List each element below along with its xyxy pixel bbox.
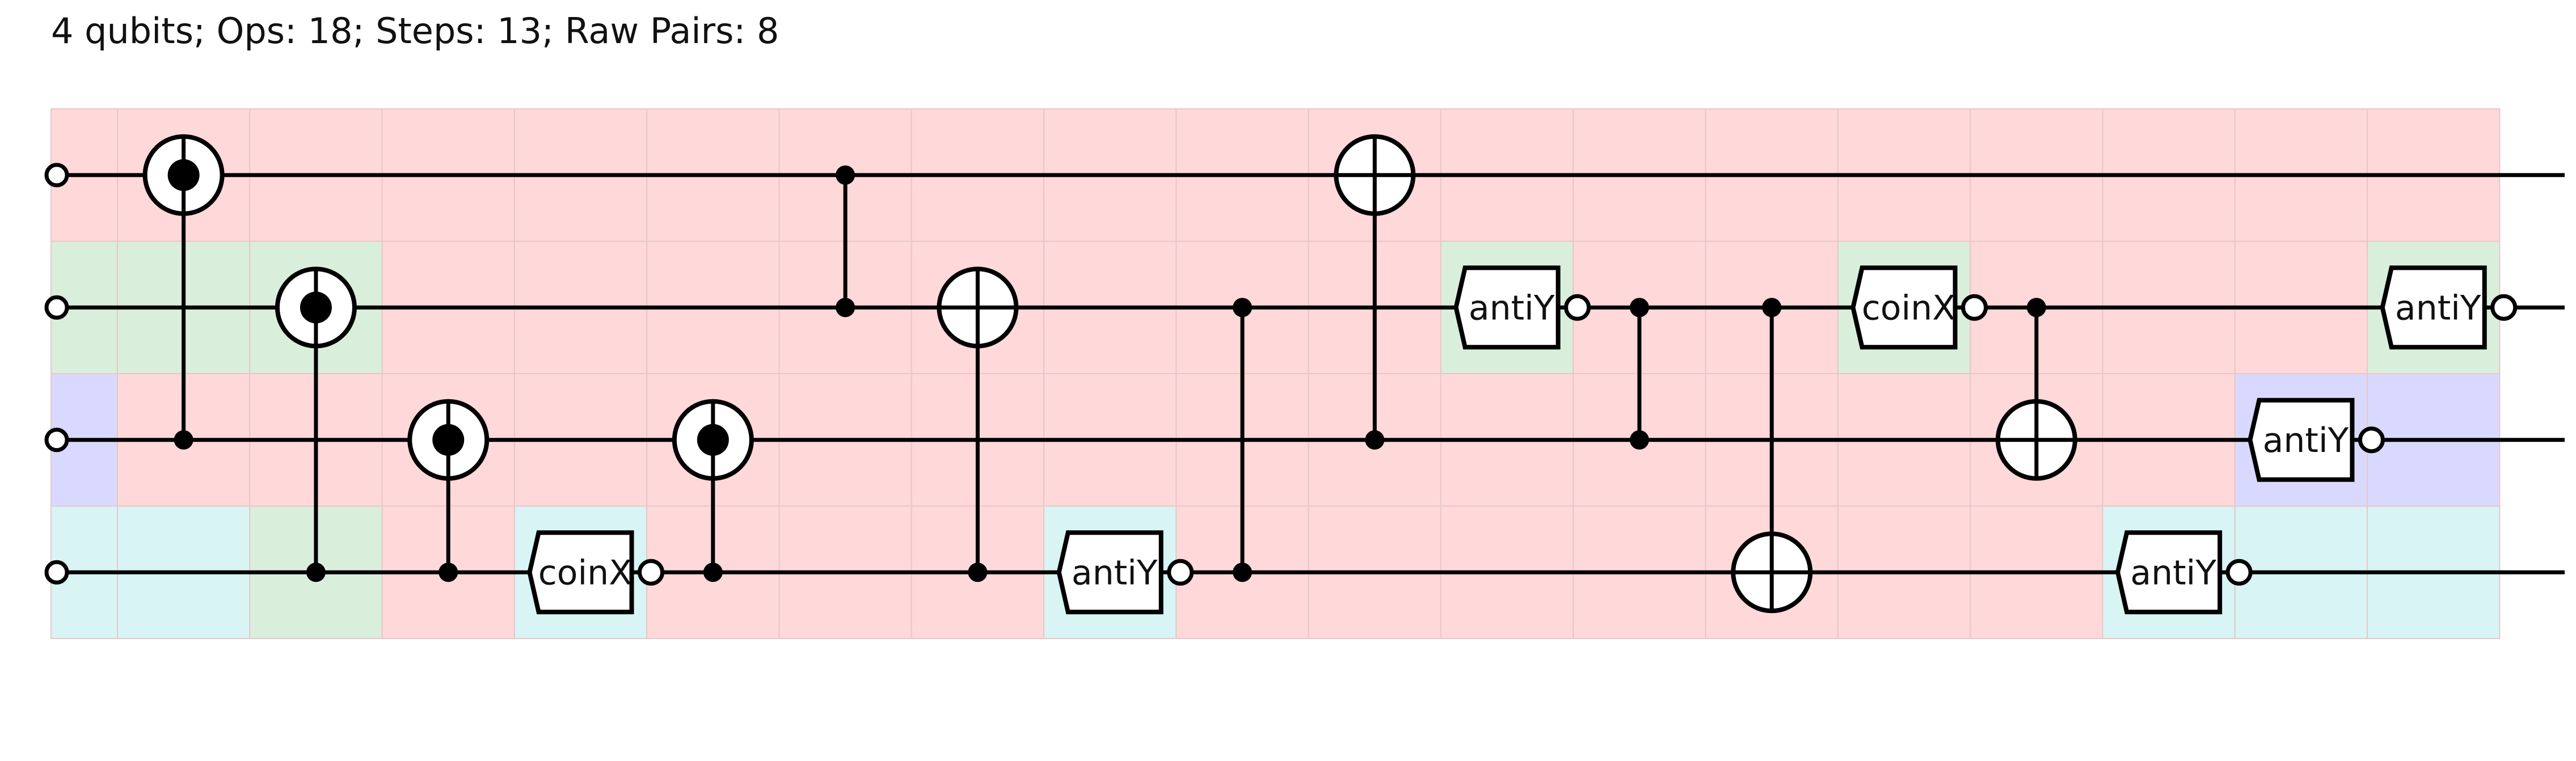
gate-output-marker [638,559,665,586]
target-center-dot [300,291,332,324]
gate-box [527,530,634,615]
gate-label: antiY [1072,553,1158,593]
input-marker [44,163,69,188]
control-dot [1233,563,1253,582]
gate-output-marker [1564,294,1591,321]
control-dot [836,165,855,185]
input-marker [44,428,69,453]
gate-label: antiY [2263,421,2349,460]
gate-label: antiY [2395,288,2481,328]
gate-box [1056,530,1163,615]
gate-label: coinX [1862,288,1956,328]
control-dot [836,298,855,318]
gate-label: antiY [1469,288,1555,328]
gate-output-marker [2225,559,2253,586]
gate-output-marker [1961,294,1988,321]
control-dot [1233,298,1253,318]
control-dot [1629,298,1649,318]
control-dot [439,563,458,582]
gate-box [2248,398,2355,482]
target-center-dot [432,424,465,456]
control-dot [1629,430,1649,450]
gate-label: coinX [538,553,633,593]
gate-box [2380,265,2487,350]
gate-box [1850,265,1958,350]
gate-output-marker [2490,294,2518,321]
target-center-dot [167,159,200,191]
gate-output-marker [2358,426,2385,454]
input-marker [44,295,69,320]
control-dot [1365,430,1385,450]
control-dot [2026,298,2046,318]
control-dot [703,563,723,582]
input-marker [44,560,69,585]
target-center-dot [697,424,729,456]
control-dot [968,563,988,582]
gate-box [1453,265,1561,350]
gate-box [2115,530,2223,615]
control-dot [174,430,193,450]
circuit-summary: 4 qubits; Ops: 18; Steps: 13; Raw Pairs:… [51,10,779,52]
gate-output-marker [1167,559,1194,586]
control-dot [1762,298,1782,318]
gate-label: antiY [2130,553,2216,593]
control-dot [306,563,326,582]
